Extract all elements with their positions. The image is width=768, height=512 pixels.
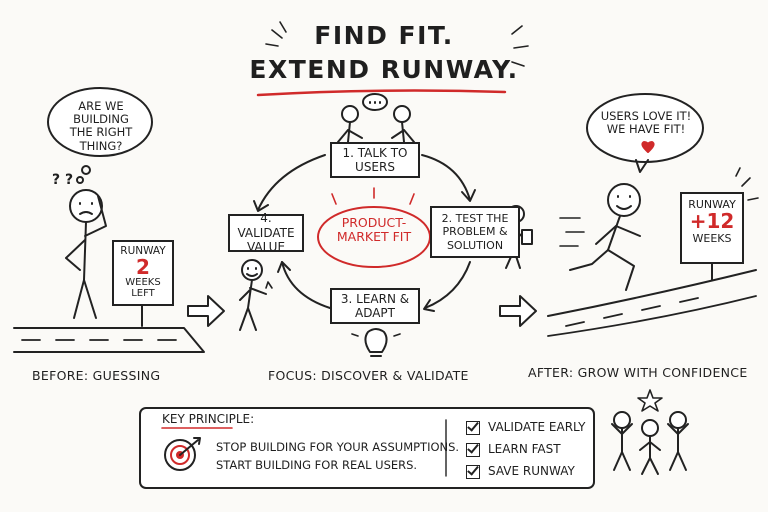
check-item-2: Learn fast	[466, 442, 561, 457]
thumbs-up-person-icon	[239, 259, 273, 331]
check-item-3: Save runway	[466, 464, 575, 479]
principle-box	[139, 407, 595, 489]
confused-person-icon	[65, 189, 107, 319]
runway-sign-before-value: 2	[136, 255, 150, 279]
thought-bubble-after	[586, 93, 704, 173]
arrow-right-1-icon	[187, 295, 225, 327]
check-item-3-label: Save runway	[488, 464, 575, 478]
runway-sign-before-board: Runway 2 weeks left	[112, 240, 174, 306]
title-line-2: Extend runway.	[249, 55, 519, 84]
check-item-2-label: Learn fast	[488, 442, 561, 456]
talking-users-icon	[337, 93, 415, 143]
title-sparkle-right-icon	[511, 25, 529, 67]
target-icon	[164, 437, 201, 471]
road-before	[13, 327, 205, 353]
checkbox-checked-icon	[466, 420, 480, 435]
thought-after-text: Users love it! We have fit!	[600, 109, 692, 137]
principle-line-2: Start building for real users.	[216, 458, 418, 472]
title-underline	[256, 89, 507, 97]
runway-sign-before-unit: weeks left	[125, 277, 161, 299]
question-marks: ? ?	[52, 172, 74, 188]
cheering-team-icon	[611, 389, 689, 475]
title-sparkle-left-icon	[265, 21, 287, 47]
thought-before-text: Are we building the right thing?	[69, 99, 133, 153]
caption-before: Before: guessing	[32, 368, 161, 383]
cycle-step-3: 3. Learn & adapt	[330, 288, 420, 324]
principle-heading: Key principle:	[162, 412, 255, 426]
arrow-right-2-icon	[499, 295, 537, 327]
runway-sign-after-label: Runway	[688, 198, 736, 211]
runway-sign-after-board: Runway +12 weeks	[680, 192, 744, 264]
runway-sign-after-value: +12	[689, 209, 735, 233]
check-item-1: Validate early	[466, 420, 585, 435]
cycle-arrows	[253, 154, 476, 312]
center-label: Product-market fit	[336, 215, 412, 245]
runway-sign-after-unit: weeks	[692, 232, 732, 245]
caption-after: After: grow with confidence	[528, 365, 748, 380]
runway-sign-after	[711, 167, 759, 281]
runway-sign-before-label: Runway	[120, 245, 166, 257]
cycle-step-2: 2. Test the problem & solution	[430, 206, 520, 258]
check-item-1-label: Validate early	[488, 420, 586, 434]
cycle-step-4: 4. Validate value	[228, 211, 304, 254]
caption-cycle: Focus: discover & validate	[268, 368, 469, 383]
road-after	[547, 269, 757, 337]
running-person-icon	[559, 183, 641, 291]
thought-bubble-before	[47, 87, 153, 184]
lightbulb-icon	[351, 315, 401, 357]
checkbox-checked-icon	[466, 464, 480, 479]
checkbox-checked-icon	[466, 442, 480, 457]
title-line-1: Find fit.	[314, 21, 454, 50]
cycle-step-1: 1. Talk to users	[330, 142, 420, 178]
principle-line-1: Stop building for your assumptions.	[216, 440, 460, 454]
